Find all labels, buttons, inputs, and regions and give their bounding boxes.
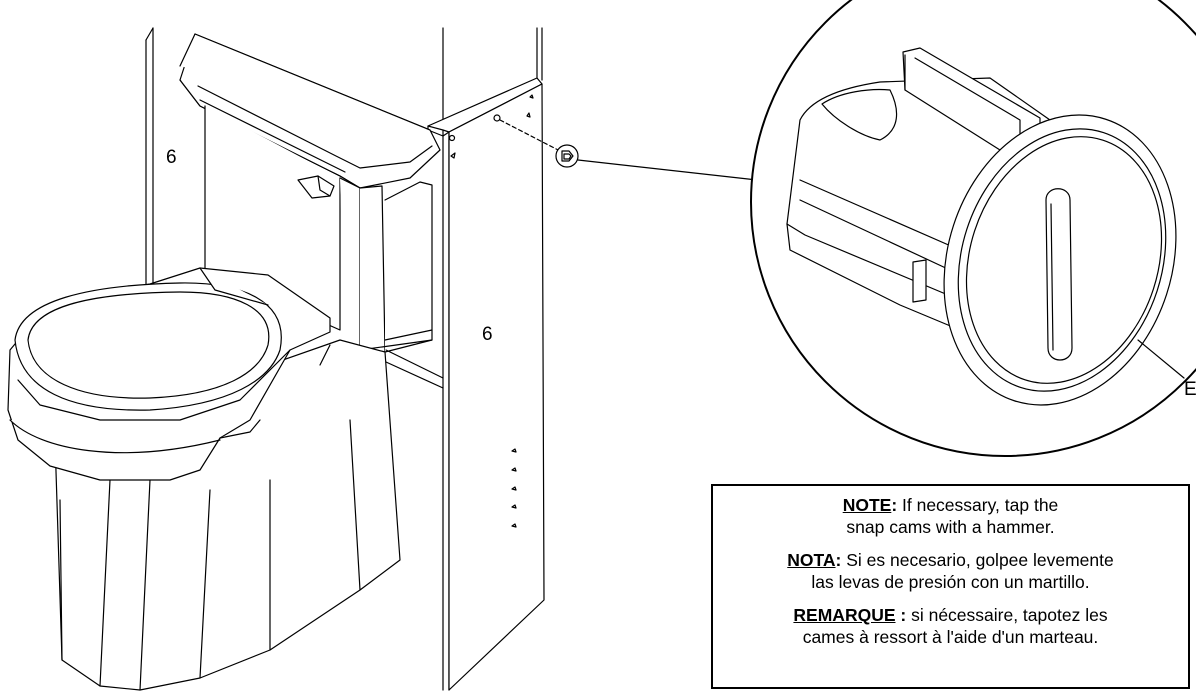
note-colon: :	[891, 495, 898, 515]
left-panel-number: 6	[166, 147, 177, 168]
left-side-panel	[145, 27, 154, 291]
snap-cam-detail	[750, 0, 1196, 457]
remarque-keyword: REMARQUE	[793, 605, 896, 625]
callout-e-leader	[1137, 339, 1185, 379]
remarque-text: si nécessaire, tapotez les	[906, 605, 1108, 625]
nota-text: Si es necesario, golpee levemente	[841, 550, 1114, 570]
callout-label-e: E	[1184, 379, 1196, 400]
nota-colon: :	[835, 550, 842, 570]
front-panel-number: 6	[482, 324, 493, 345]
note-english: NOTE: If necessary, tap the snap cams wi…	[719, 494, 1182, 538]
nota-keyword: NOTA	[787, 550, 836, 570]
note-spanish: NOTA: Si es necesario, golpee levemente …	[719, 549, 1182, 593]
remarque-colon: :	[895, 605, 907, 625]
note-text-line2: snap cams with a hammer.	[846, 517, 1055, 537]
toilet-seat	[7, 267, 331, 481]
nota-text-line2: las levas de presión con un martillo.	[811, 572, 1090, 592]
shelf-edges	[385, 349, 444, 389]
detail-leader-line	[577, 159, 758, 181]
remarque-text-line2: cames à ressort à l'aide d'un marteau.	[802, 627, 1099, 647]
note-box: NOTE: If necessary, tap the snap cams wi…	[711, 484, 1190, 689]
snap-cam-insertion	[499, 119, 579, 168]
note-text: If necessary, tap the	[897, 495, 1059, 515]
note-keyword: NOTE	[842, 495, 892, 515]
note-french: REMARQUE : si nécessaire, tapotez les ca…	[719, 604, 1182, 648]
front-panel	[427, 27, 545, 691]
